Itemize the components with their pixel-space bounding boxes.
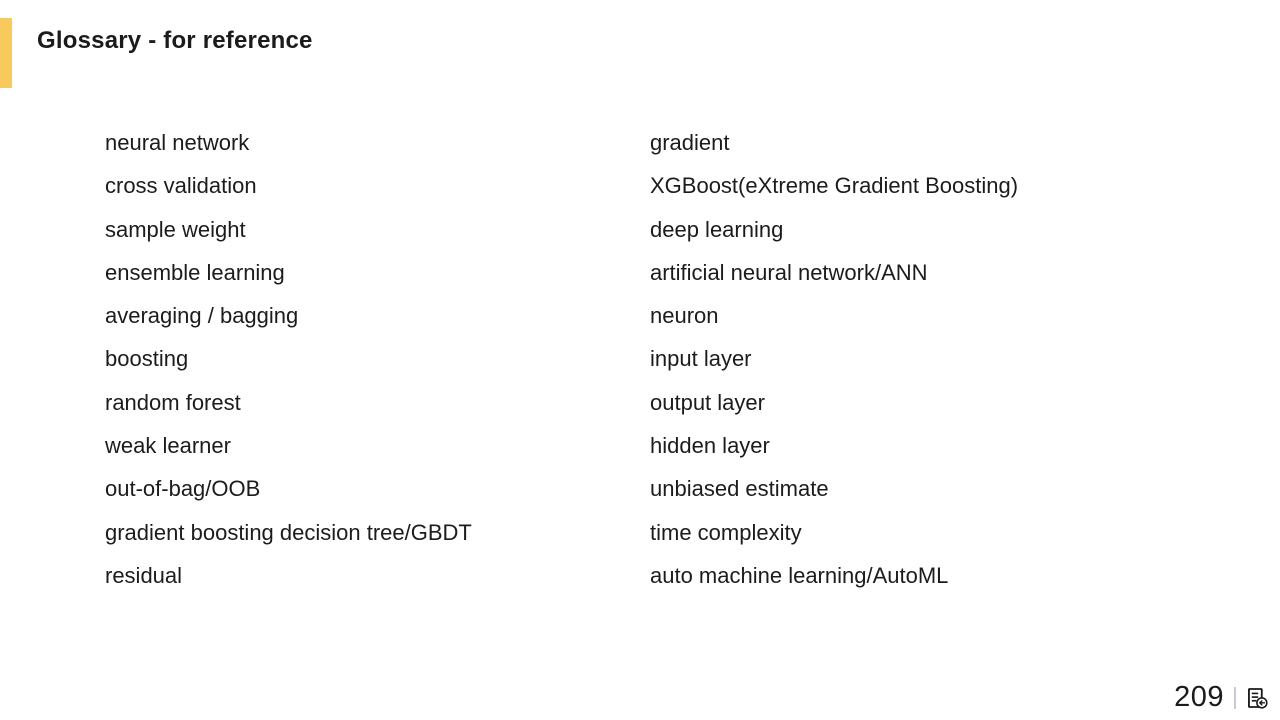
glossary-term: neuron — [650, 303, 719, 329]
glossary-term: residual — [105, 562, 183, 588]
document-back-arrow-icon — [1246, 687, 1268, 709]
slide-title: Glossary - for reference — [37, 27, 313, 54]
glossary-term: hidden layer — [650, 433, 770, 459]
glossary-term: ensemble learning — [105, 259, 285, 285]
glossary-left-column: neural network cross validation sample wei… — [105, 121, 625, 597]
glossary-term: weak learner — [105, 433, 231, 459]
glossary-term: neural network — [105, 130, 250, 155]
glossary-term: averaging / bagging — [105, 303, 299, 329]
glossary-term: unbiased estimate — [650, 476, 829, 502]
glossary-term: sample weight — [105, 216, 246, 242]
slide-footer: 209 — [1174, 683, 1268, 712]
page-number: 209 — [1174, 681, 1224, 713]
glossary-term: out-of-bag/OOB — [105, 476, 261, 502]
glossary-term: gradient — [650, 130, 730, 155]
glossary-term: auto machine learning/AutoML — [650, 562, 949, 588]
footer-divider — [1234, 686, 1236, 709]
title-accent-bar — [0, 18, 12, 88]
glossary-term: time complexity — [650, 519, 802, 545]
glossary-term: input layer — [650, 346, 752, 372]
glossary-term: boosting — [105, 346, 189, 372]
glossary-term: output layer — [650, 389, 765, 415]
glossary-term: cross validation — [105, 173, 257, 199]
glossary-term: XGBoost(eXtreme Gradient Boosting) — [650, 173, 1019, 199]
glossary-term: gradient boosting decision tree/GBDT — [105, 519, 472, 545]
glossary-term: artificial neural network/ANN — [650, 259, 928, 285]
glossary-term: random forest — [105, 389, 241, 415]
glossary-term: deep learning — [650, 216, 784, 242]
